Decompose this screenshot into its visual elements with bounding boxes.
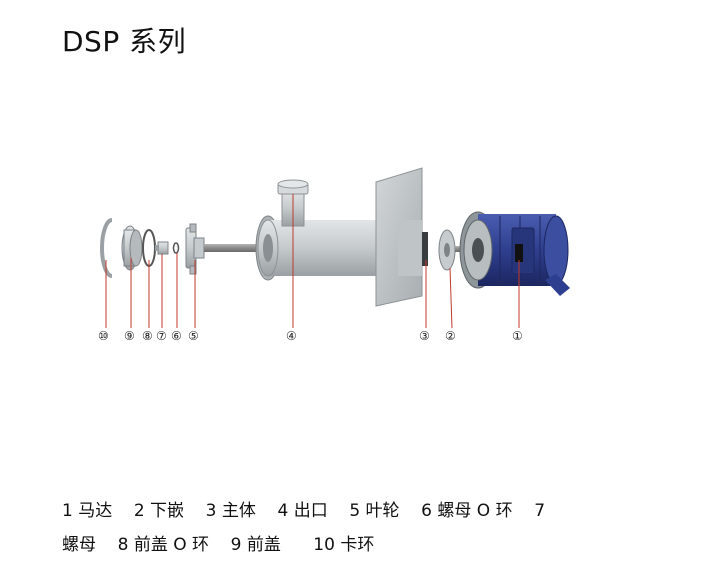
callout-4: ④ xyxy=(286,329,297,343)
callout-leader-lines xyxy=(105,194,520,329)
exploded-pump-diagram: ⑩ ⑨ ⑧ ⑦ ⑥ ⑤ ④ ③ ② ① xyxy=(98,167,570,343)
impeller-part xyxy=(185,223,205,275)
motor-part xyxy=(459,211,570,296)
callout-8: ⑧ xyxy=(142,329,153,343)
callout-2: ② xyxy=(445,329,456,343)
callout-labels: ⑩ ⑨ ⑧ ⑦ ⑥ ⑤ ④ ③ ② ① xyxy=(98,329,523,343)
parts-legend: 1 马达 2 下嵌 3 主体 4 出口 5 叶轮 6 螺母 O 环 7 螺母 8… xyxy=(62,494,662,562)
callout-1: ① xyxy=(512,329,523,343)
callout-7: ⑦ xyxy=(156,329,167,343)
front-cover-part xyxy=(121,225,143,271)
legend-line-1: 1 马达 2 下嵌 3 主体 4 出口 5 叶轮 6 螺母 O 环 7 xyxy=(62,501,546,521)
legend-line-2: 螺母 8 前盖 O 环 9 前盖 10 卡环 xyxy=(62,535,375,555)
callout-6: ⑥ xyxy=(171,329,182,343)
callout-3: ③ xyxy=(419,329,430,343)
nut-oring-part xyxy=(172,242,180,254)
pump-shaft xyxy=(204,244,284,252)
page-title: DSP 系列 xyxy=(62,25,187,58)
snap-ring-part xyxy=(100,218,113,278)
lower-insert-part xyxy=(438,229,456,271)
callout-9: ⑨ xyxy=(124,329,135,343)
callout-5: ⑤ xyxy=(188,329,199,343)
mounting-plate-part xyxy=(375,167,428,307)
callout-10: ⑩ xyxy=(98,329,109,343)
nut-part xyxy=(155,241,169,255)
